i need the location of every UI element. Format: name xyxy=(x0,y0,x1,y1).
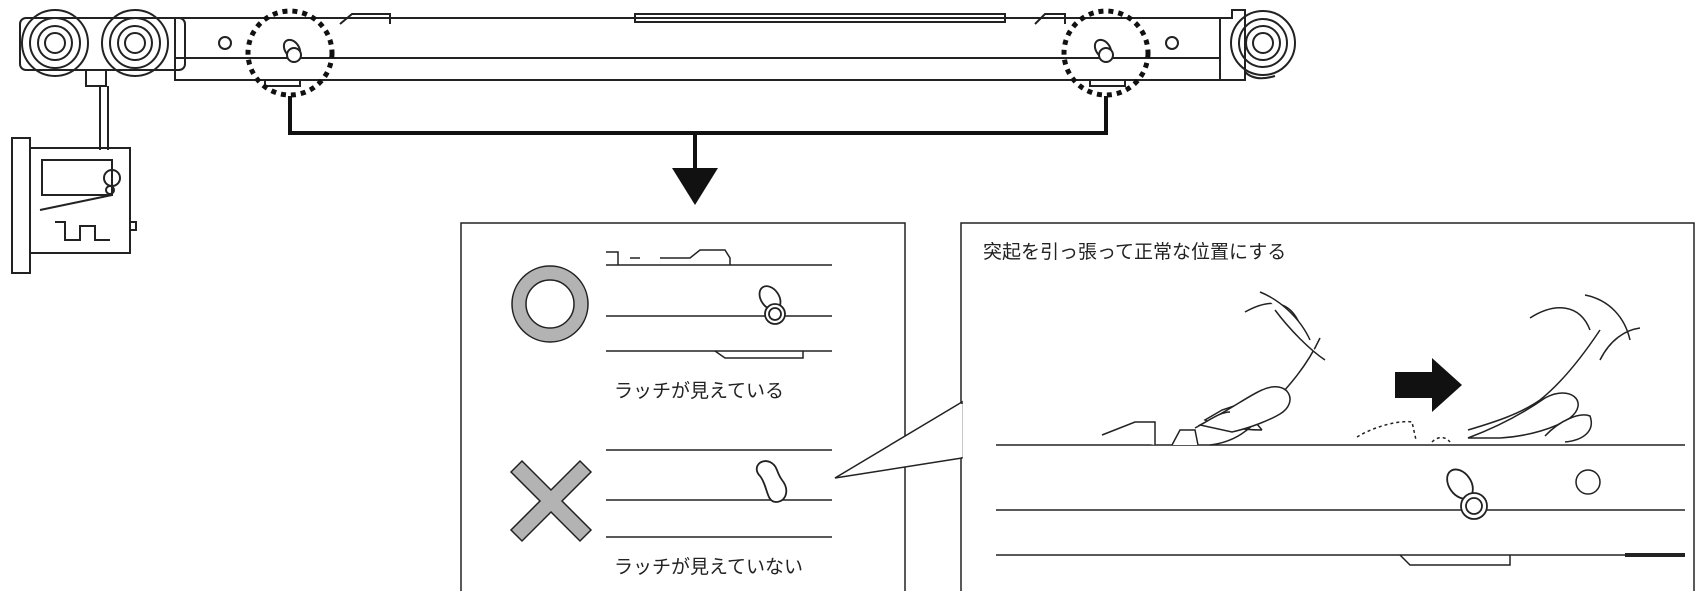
right-roller xyxy=(1220,9,1296,81)
correct-state: ラッチが見えている xyxy=(511,249,832,402)
incorrect-state: ラッチが見えていない xyxy=(509,449,832,578)
left-roller-pair xyxy=(19,9,186,77)
down-arrow-icon xyxy=(672,168,718,205)
hand-before xyxy=(1101,291,1326,446)
rail-latch-right xyxy=(1093,38,1114,63)
rail-body xyxy=(174,13,1221,87)
highlight-circle-right xyxy=(1061,8,1151,98)
incorrect-rail-detail xyxy=(606,449,832,538)
hanging-bracket xyxy=(11,69,137,274)
highlight-circle-left xyxy=(245,8,335,98)
correct-caption: ラッチが見えている xyxy=(614,380,784,402)
hidden-latch xyxy=(755,460,788,503)
check-panel: ラッチが見えている ラッチが見えていない xyxy=(460,222,906,591)
rail-latch-left xyxy=(282,38,302,63)
connector-bracket xyxy=(288,96,1108,170)
hand-after xyxy=(1467,294,1641,443)
visible-latch xyxy=(758,285,786,325)
motion-trace xyxy=(1356,420,1451,443)
callout-latch xyxy=(1446,468,1488,520)
correct-rail-detail xyxy=(606,249,832,359)
callout-panel: 突起を引っ張って正常な位置にする xyxy=(834,222,1695,591)
cross-ng-icon xyxy=(509,459,593,543)
circle-ok-icon xyxy=(511,265,589,343)
callout-rail-detail xyxy=(996,444,1685,566)
instruction-caption: 突起を引っ張って正常な位置にする xyxy=(983,241,1286,263)
right-arrow-icon xyxy=(1395,358,1462,412)
incorrect-caption: ラッチが見えていない xyxy=(614,556,803,578)
rail-assembly xyxy=(11,9,1296,274)
